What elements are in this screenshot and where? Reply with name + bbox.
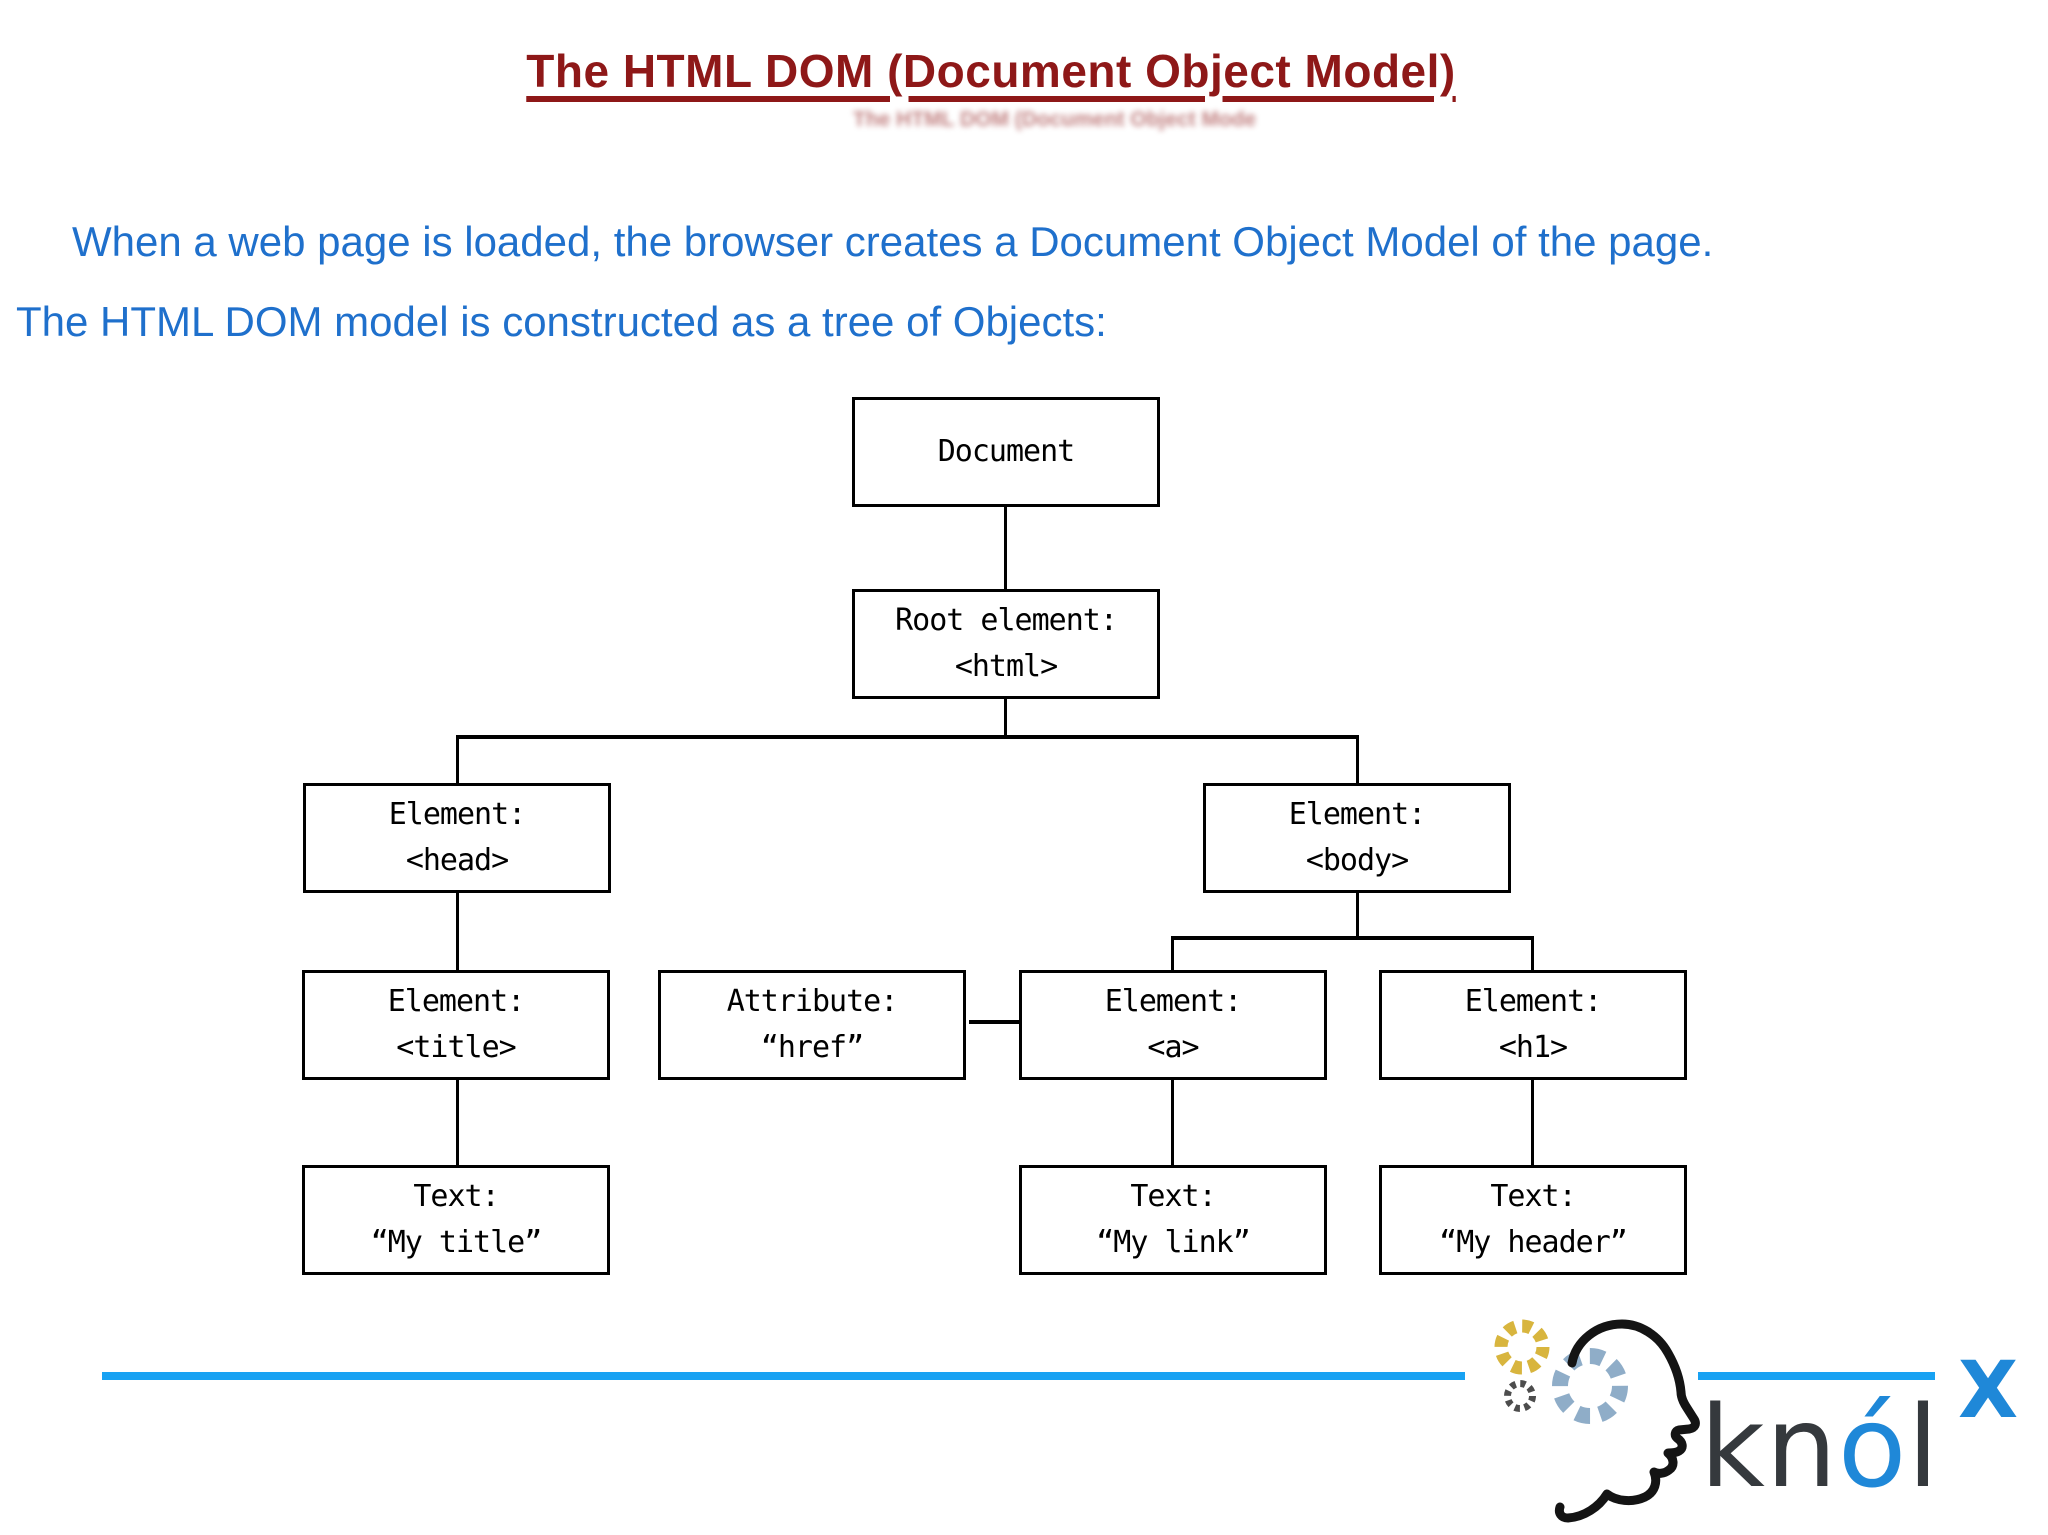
node-element-title: Element: <title>	[302, 970, 610, 1080]
connector-document-root	[1004, 505, 1007, 591]
node-label: Attribute:	[726, 984, 899, 1019]
knolx-wordmark: knól	[1700, 1392, 1940, 1504]
wordmark-kn: kn	[1700, 1383, 1838, 1513]
knolx-x-superscript: X	[1958, 1346, 2019, 1436]
connector-branch2	[1171, 936, 1534, 940]
connector-branch1-head	[456, 735, 459, 785]
gear-blue-icon	[1552, 1348, 1628, 1424]
node-element-a: Element: <a>	[1019, 970, 1327, 1080]
connector-branch2-a	[1171, 936, 1174, 972]
connector-branch1	[456, 735, 1359, 739]
node-tag: <a>	[1147, 1030, 1199, 1065]
node-label: Text:	[1130, 1179, 1216, 1214]
wordmark-o: ó	[1837, 1383, 1908, 1513]
node-label: Element:	[1288, 797, 1426, 832]
intro-line-1: When a web page is loaded, the browser c…	[72, 218, 1714, 265]
connector-a-text	[1171, 1078, 1174, 1167]
node-document: Document	[852, 397, 1160, 507]
connector-attribute-a	[969, 1020, 1021, 1024]
node-label: Root element:	[895, 603, 1118, 638]
node-tag: <title>	[396, 1030, 516, 1065]
intro-line-2: The HTML DOM model is constructed as a t…	[16, 298, 1107, 345]
node-root-element: Root element: <html>	[852, 589, 1160, 699]
wordmark-l: l	[1907, 1383, 1940, 1513]
node-label: Element:	[387, 984, 525, 1019]
connector-h1-text	[1531, 1078, 1534, 1167]
node-label: Text:	[413, 1179, 499, 1214]
node-text-my-link: Text: “My link”	[1019, 1165, 1327, 1275]
node-value: “My link”	[1096, 1225, 1251, 1260]
node-label: Element:	[1464, 984, 1602, 1019]
node-label: Document	[937, 434, 1075, 469]
footer-divider-left	[102, 1372, 1465, 1380]
node-tag: <html>	[954, 649, 1058, 684]
node-tag: <head>	[405, 843, 509, 878]
node-value: “My title”	[370, 1225, 543, 1260]
node-element-head: Element: <head>	[303, 783, 611, 893]
node-text-my-header: Text: “My header”	[1379, 1165, 1687, 1275]
footer-divider-right	[1698, 1372, 1935, 1380]
node-element-h1: Element: <h1>	[1379, 970, 1687, 1080]
node-tag: <body>	[1305, 843, 1409, 878]
title-ghost-artifact: The HTML DOM (Document Object Model)	[853, 108, 1255, 131]
node-label: Element:	[1104, 984, 1242, 1019]
connector-body-branch2	[1356, 891, 1359, 940]
node-element-body: Element: <body>	[1203, 783, 1511, 893]
page-title: The HTML DOM (Document Object Model)	[526, 45, 1456, 97]
connector-title-text	[456, 1078, 459, 1167]
gear-dark-icon	[1504, 1380, 1536, 1412]
connector-branch1-body	[1356, 735, 1359, 785]
node-value: “href”	[760, 1030, 864, 1065]
node-value: “My header”	[1439, 1225, 1628, 1260]
connector-root-branch	[1004, 696, 1007, 738]
gear-yellow-icon	[1494, 1319, 1550, 1375]
node-text-my-title: Text: “My title”	[302, 1165, 610, 1275]
node-attribute-href: Attribute: “href”	[658, 970, 966, 1080]
connector-head-title	[456, 891, 459, 972]
connector-branch2-h1	[1531, 936, 1534, 972]
node-label: Element:	[388, 797, 526, 832]
node-label: Text:	[1490, 1179, 1576, 1214]
node-tag: <h1>	[1498, 1030, 1568, 1065]
head-profile-icon	[1554, 1319, 1700, 1523]
knolx-head-gears-logo	[1494, 1319, 1700, 1523]
